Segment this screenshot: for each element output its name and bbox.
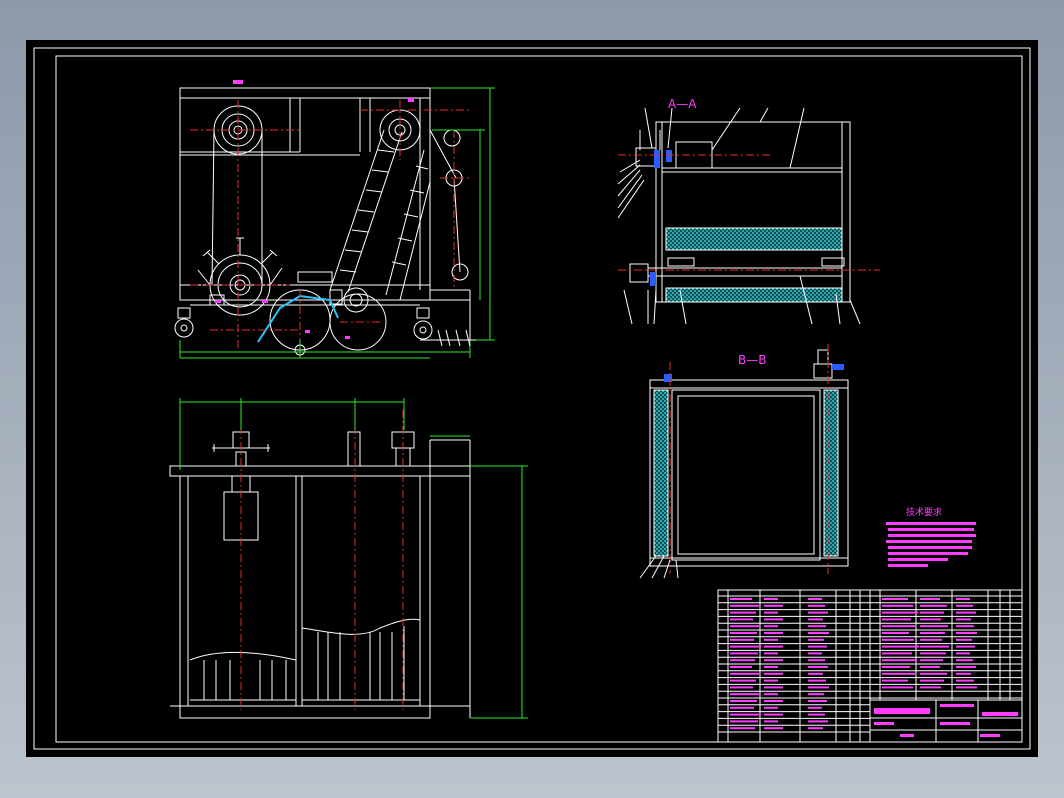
drawing-sheet bbox=[26, 40, 1038, 757]
section-bb-blue-parts bbox=[664, 364, 844, 382]
tech-requirements-title: 技术要求 bbox=[906, 506, 942, 518]
title-block-text bbox=[874, 704, 1018, 737]
section-bb-view bbox=[649, 349, 849, 567]
section-aa-hatch-top bbox=[665, 227, 843, 251]
section-aa-hatch-bottom bbox=[665, 287, 843, 303]
section-bb-label: B—B bbox=[738, 353, 766, 367]
section-aa-label: A—A bbox=[668, 97, 697, 111]
section-aa-leaders bbox=[617, 107, 861, 325]
section-bb-centerlines bbox=[669, 344, 829, 574]
front-view-dimensions bbox=[179, 87, 495, 359]
side-view-centerlines bbox=[240, 410, 404, 710]
inner-frame bbox=[55, 55, 1023, 743]
side-view-dimensions bbox=[179, 398, 528, 719]
section-aa-blue-parts bbox=[650, 150, 672, 286]
section-aa-centerlines bbox=[618, 154, 880, 271]
outer-frame bbox=[33, 47, 1031, 750]
tech-requirements-text bbox=[886, 522, 976, 567]
parts-table-grid bbox=[717, 589, 1023, 743]
front-view-leaders bbox=[420, 329, 476, 347]
parts-table-text bbox=[730, 598, 977, 730]
front-view-callouts bbox=[215, 80, 414, 339]
section-bb-hatch-left bbox=[653, 389, 669, 557]
section-bb-leaders bbox=[639, 555, 679, 579]
front-view-centerlines bbox=[190, 100, 470, 358]
section-bb-hatch-right bbox=[823, 389, 839, 557]
